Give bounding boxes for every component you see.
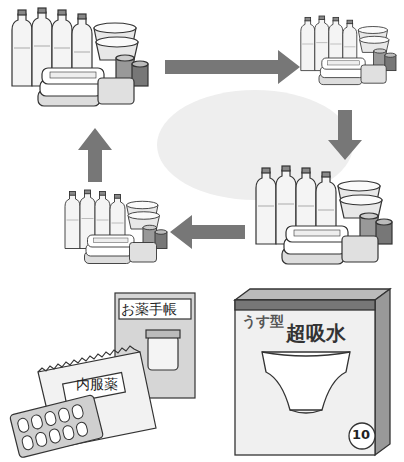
package-title: 超吸水 xyxy=(286,322,346,344)
bag-label: 内服薬 xyxy=(76,377,118,392)
stock-group xyxy=(256,166,392,264)
stock-group xyxy=(65,190,167,264)
stock-group xyxy=(12,8,148,106)
package-count: 10 xyxy=(352,428,370,442)
pill-blister xyxy=(10,395,104,458)
diaper-package xyxy=(235,289,390,455)
stock-group xyxy=(301,16,396,85)
notebook-title: お薬手帳 xyxy=(121,302,177,317)
package-subtitle: うす型 xyxy=(242,314,284,329)
